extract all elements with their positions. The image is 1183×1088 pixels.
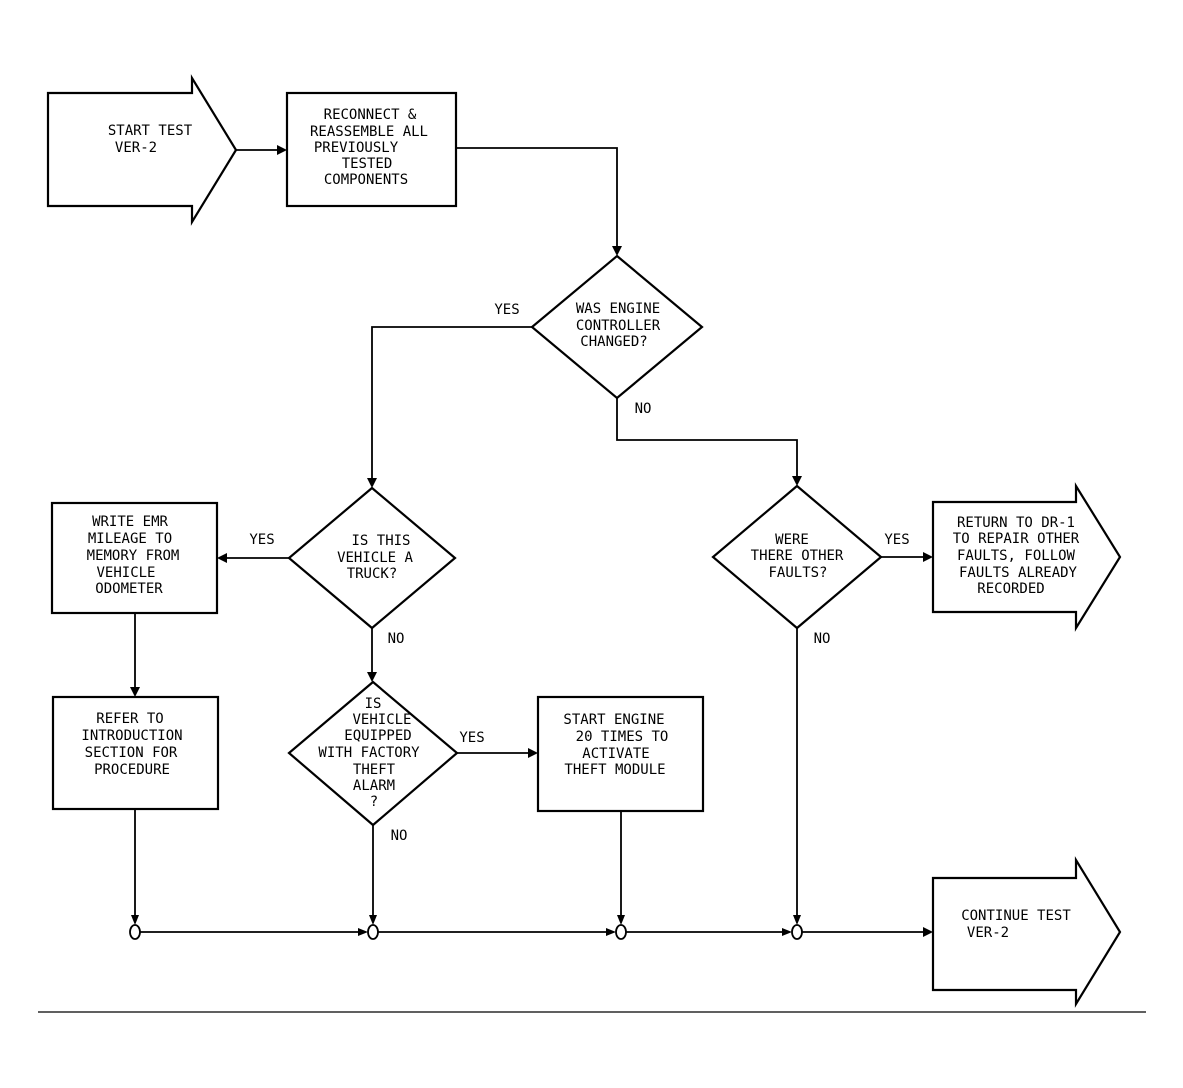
- connector-start-engine-junction: [617, 811, 625, 925]
- faults-decision-line-2: THERE OTHER: [751, 548, 844, 564]
- junction-4: [791, 924, 803, 940]
- connector-faults-no-junction: [793, 628, 801, 925]
- write-emr-line-2: MILEAGE TO: [88, 531, 172, 547]
- engine-decision-line-1: WAS ENGINE: [576, 301, 660, 317]
- connector-faults-yes-return: [881, 552, 933, 562]
- start-engine-line-3: ACTIVATE: [582, 746, 649, 762]
- theft-alarm-decision: IS VEHICLE EQUIPPED WITH FACTORY THEFT A…: [287, 680, 485, 844]
- connector-theft-no-junction: [369, 825, 377, 925]
- truck-decision-no: NO: [388, 631, 405, 647]
- start-test-line-1: START TEST: [108, 123, 193, 139]
- truck-decision: IS THIS VEHICLE A TRUCK? YES NO: [249, 486, 457, 647]
- connector-truck-yes-write: [217, 553, 289, 563]
- connector-engine-yes-truck: [367, 326, 532, 488]
- return-line-5: RECORDED: [977, 581, 1044, 597]
- theft-decision-line-1: IS: [365, 696, 382, 712]
- engine-decision-yes: YES: [494, 302, 519, 318]
- junction-1: [129, 924, 141, 940]
- reconnect-line-5: COMPONENTS: [324, 172, 408, 188]
- faults-decision-line-1: WERE: [775, 532, 809, 548]
- connector-truck-no-theft: [367, 628, 377, 682]
- refer-line-1: REFER TO: [96, 711, 163, 727]
- reconnect-line-2: REASSEMBLE ALL: [310, 124, 428, 140]
- engine-controller-decision: WAS ENGINE CONTROLLER CHANGED? YES NO: [494, 254, 704, 417]
- engine-decision-line-3: CHANGED?: [580, 334, 647, 350]
- theft-decision-line-4: WITH FACTORY: [318, 745, 420, 761]
- reconnect-node: RECONNECT & REASSEMBLE ALL PREVIOUSLY TE…: [285, 91, 458, 208]
- reconnect-line-1: RECONNECT &: [324, 107, 417, 123]
- reconnect-line-3: PREVIOUSLY: [314, 140, 399, 156]
- refer-line-4: PROCEDURE: [94, 762, 170, 778]
- truck-decision-line-3: TRUCK?: [347, 566, 398, 582]
- start-test-node: START TEST VER-2: [46, 74, 238, 226]
- connector-start-reconnect: [236, 145, 287, 155]
- connector-refer-junction: [131, 809, 139, 925]
- theft-decision-line-2: VEHICLE: [352, 712, 411, 728]
- theft-decision-line-7: ?: [370, 794, 378, 810]
- start-test-line-2: VER-2: [115, 140, 157, 156]
- junction-2: [367, 924, 379, 940]
- refer-line-2: INTRODUCTION: [81, 728, 182, 744]
- engine-decision-no: NO: [635, 401, 652, 417]
- write-emr-line-1: WRITE EMR: [92, 514, 168, 530]
- start-engine-line-1: START ENGINE: [563, 712, 664, 728]
- theft-decision-line-3: EQUIPPED: [344, 728, 411, 744]
- theft-decision-line-6: ALARM: [353, 778, 395, 794]
- return-line-2: TO REPAIR OTHER: [953, 531, 1080, 547]
- return-dr1-node: RETURN TO DR-1 TO REPAIR OTHER FAULTS, F…: [931, 482, 1122, 632]
- faults-decision-line-3: FAULTS?: [768, 565, 827, 581]
- return-line-4: FAULTS ALREADY: [959, 565, 1078, 581]
- continue-line-1: CONTINUE TEST: [961, 908, 1071, 924]
- connector-write-refer: [130, 613, 140, 697]
- start-engine-line-2: 20 TIMES TO: [576, 729, 669, 745]
- connector-bus-continue: [140, 927, 933, 937]
- truck-decision-line-2: VEHICLE A: [337, 550, 413, 566]
- theft-decision-yes: YES: [459, 730, 484, 746]
- theft-decision-line-5: THEFT: [353, 762, 396, 778]
- theft-decision-no: NO: [391, 828, 408, 844]
- write-emr-line-3: MEMORY FROM: [87, 548, 180, 564]
- other-faults-decision: WERE THERE OTHER FAULTS? YES NO: [711, 484, 910, 647]
- truck-decision-yes: YES: [249, 532, 274, 548]
- continue-test-node: CONTINUE TEST VER-2: [931, 856, 1122, 1008]
- write-emr-node: WRITE EMR MILEAGE TO MEMORY FROM VEHICLE…: [50, 501, 219, 615]
- start-engine-node: START ENGINE 20 TIMES TO ACTIVATE THEFT …: [536, 695, 705, 813]
- truck-decision-line-1: IS THIS: [351, 533, 410, 549]
- connector-reconnect-engine: [456, 147, 622, 256]
- return-line-1: RETURN TO DR-1: [957, 515, 1075, 531]
- faults-decision-no: NO: [814, 631, 831, 647]
- write-emr-line-5: ODOMETER: [95, 581, 163, 597]
- reconnect-line-4: TESTED: [342, 156, 393, 172]
- continue-line-2: VER-2: [967, 925, 1009, 941]
- return-line-3: FAULTS, FOLLOW: [957, 548, 1076, 564]
- start-engine-line-4: THEFT MODULE: [564, 762, 665, 778]
- refer-line-3: SECTION FOR: [85, 745, 178, 761]
- junction-3: [615, 924, 627, 940]
- refer-node: REFER TO INTRODUCTION SECTION FOR PROCED…: [51, 695, 220, 811]
- write-emr-line-4: VEHICLE: [96, 565, 155, 581]
- connector-engine-no-faults: [616, 398, 802, 486]
- engine-decision-line-2: CONTROLLER: [576, 318, 661, 334]
- faults-decision-yes: YES: [884, 532, 909, 548]
- connector-theft-yes-start-engine: [457, 748, 538, 758]
